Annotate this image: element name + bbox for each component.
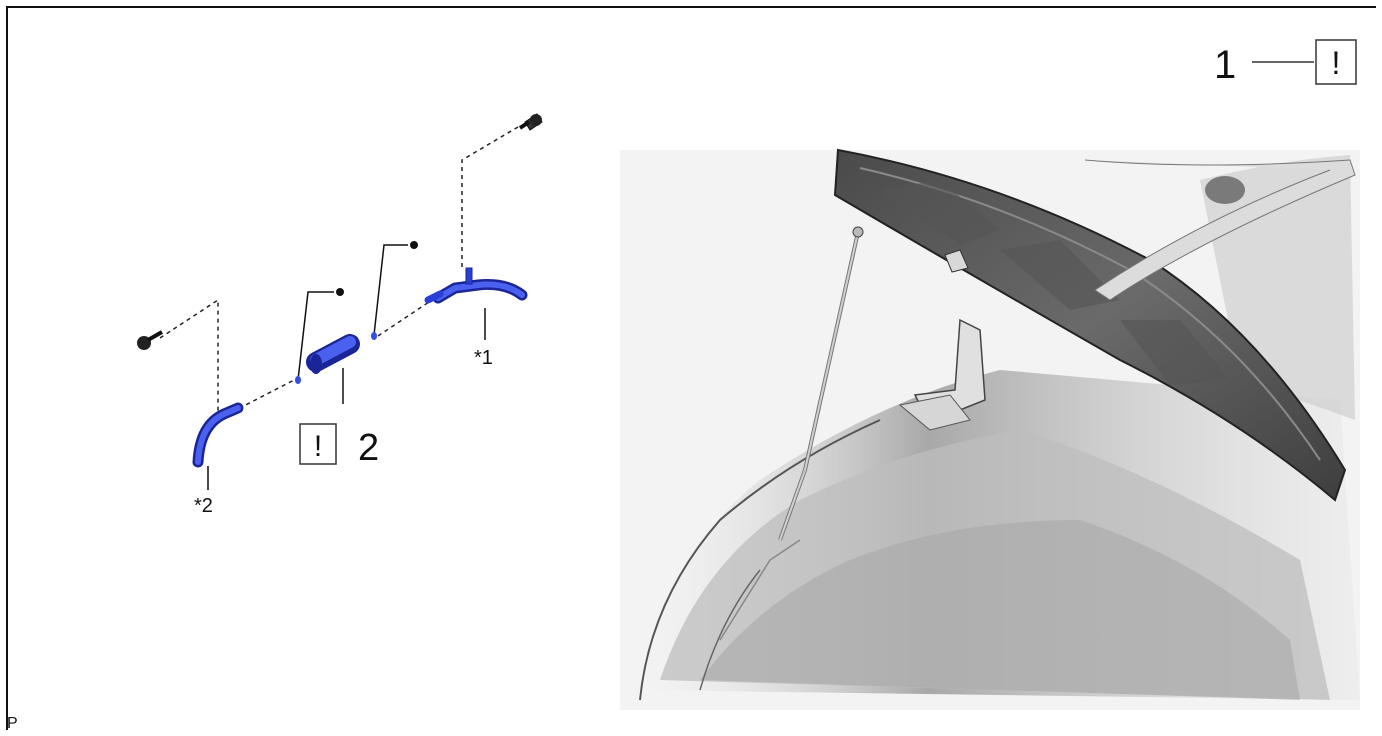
dashed-guide-lines xyxy=(159,126,519,413)
hose-2-label: *2 xyxy=(194,495,213,517)
diagram-frame xyxy=(6,6,1376,730)
washer-hose-2 xyxy=(192,402,244,490)
part-2-number: 2 xyxy=(358,427,379,469)
part-2-callout: ! 2 xyxy=(299,423,379,469)
hose-1-label: *1 xyxy=(474,347,493,369)
clip-markers xyxy=(295,241,418,384)
legend-number: 1 xyxy=(1214,43,1236,87)
hood-panel xyxy=(833,148,1356,502)
washer-hose-1 xyxy=(424,267,528,340)
bolt-upper xyxy=(518,113,543,131)
figure-code: P xyxy=(7,715,18,732)
bolt-lower xyxy=(137,330,163,350)
hose-joint-connector xyxy=(306,334,360,404)
part-2-caution-symbol: ! xyxy=(314,430,322,463)
hood-support-rod xyxy=(778,226,864,541)
legend-callout: 1 ! xyxy=(1214,39,1357,87)
legend-caution-symbol: ! xyxy=(1332,45,1341,81)
